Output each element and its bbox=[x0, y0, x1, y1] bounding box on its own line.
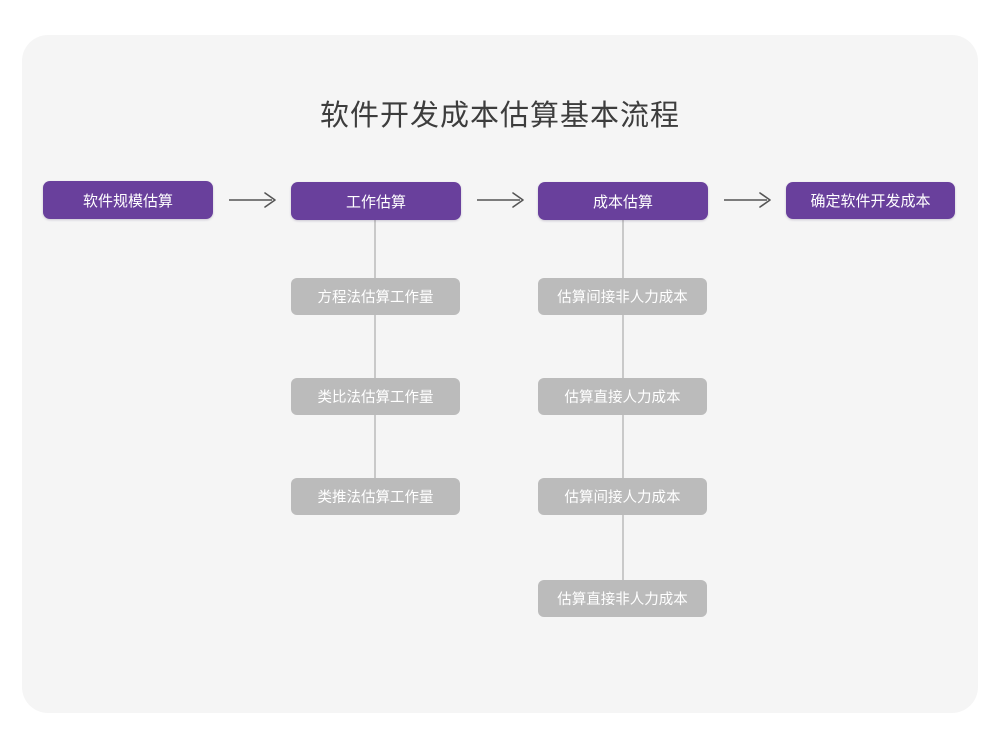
node-software-scale-estimation[interactable]: 软件规模估算 bbox=[43, 181, 213, 219]
right-arrow-icon bbox=[228, 189, 280, 211]
node-cost-estimation[interactable]: 成本估算 bbox=[538, 182, 708, 220]
node-determine-development-cost[interactable]: 确定软件开发成本 bbox=[786, 182, 955, 219]
node-direct-labor-cost[interactable]: 估算直接人力成本 bbox=[538, 378, 707, 415]
right-arrow-icon bbox=[476, 189, 528, 211]
node-effort-estimation[interactable]: 工作估算 bbox=[291, 182, 461, 220]
node-indirect-nonlabor-cost[interactable]: 估算间接非人力成本 bbox=[538, 278, 707, 315]
node-inference-method-effort[interactable]: 类推法估算工作量 bbox=[291, 478, 460, 515]
node-analogy-method-effort[interactable]: 类比法估算工作量 bbox=[291, 378, 460, 415]
node-direct-nonlabor-cost[interactable]: 估算直接非人力成本 bbox=[538, 580, 707, 617]
page-title: 软件开发成本估算基本流程 bbox=[319, 98, 680, 132]
node-indirect-labor-cost[interactable]: 估算间接人力成本 bbox=[538, 478, 707, 515]
right-arrow-icon bbox=[723, 189, 775, 211]
branch-connector-effort bbox=[374, 219, 376, 479]
node-equation-method-effort[interactable]: 方程法估算工作量 bbox=[291, 278, 460, 315]
diagram-card bbox=[22, 35, 978, 713]
